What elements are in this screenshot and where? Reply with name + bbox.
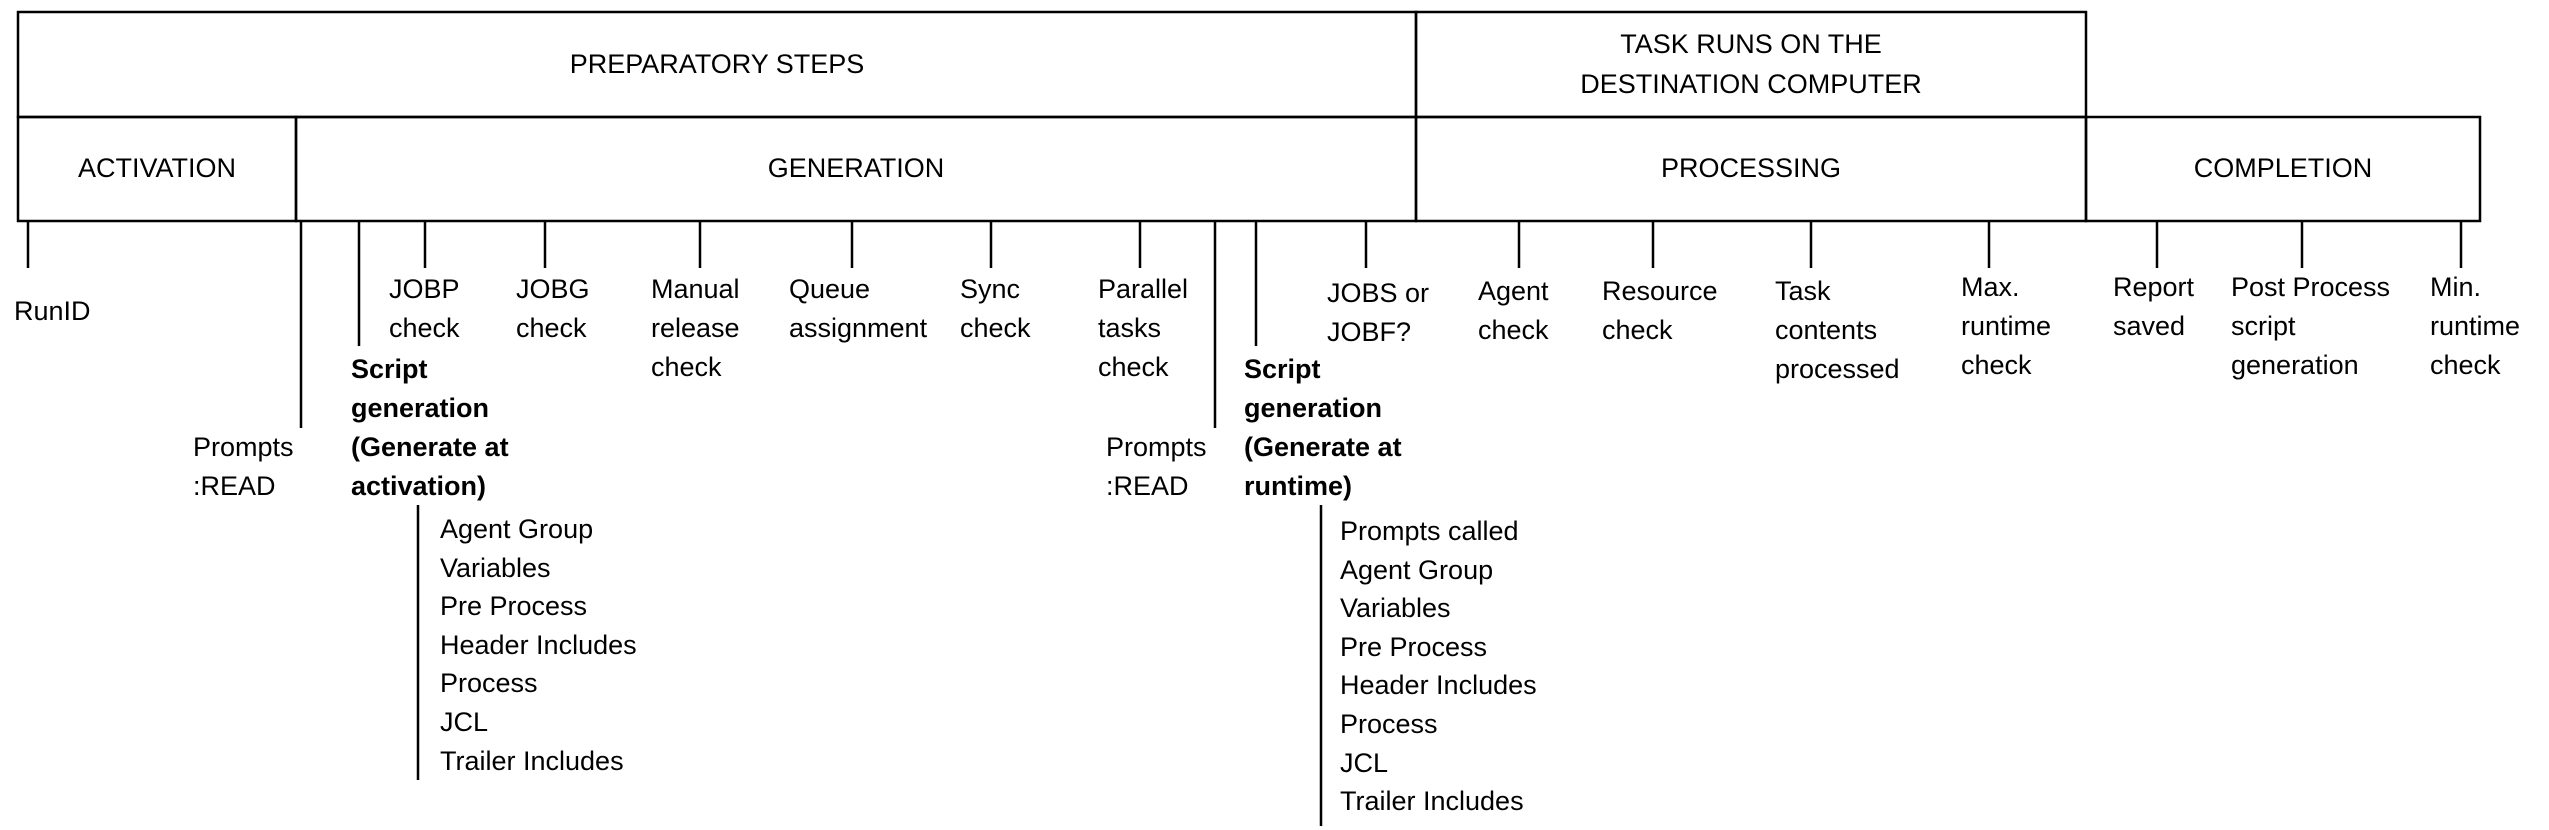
manual-release-check-label: Manual release check (651, 274, 740, 383)
list-item: JCL (1340, 747, 1389, 778)
list-item: Agent Group (1340, 554, 1494, 585)
agent-check-label: Agent check (1478, 276, 1549, 346)
jobp-check-label: JOBP check (389, 274, 460, 344)
max-runtime-check-label: Max. runtime check (1961, 272, 2052, 381)
activation-label: ACTIVATION (77, 153, 236, 184)
resource-check-label: Resource check (1602, 276, 1718, 346)
list-item: Process (440, 668, 538, 699)
list-item: Header Includes (1340, 670, 1537, 701)
list-item: Prompts called (1340, 516, 1519, 546)
runtime-script-parts-list: Prompts called Agent Group Variables Pre… (1340, 512, 1537, 821)
report-saved-label: Report saved (2113, 272, 2195, 342)
preparatory-steps-label: PREPARATORY STEPS (569, 48, 865, 79)
processing-label: PROCESSING (1660, 153, 1842, 184)
list-item: Variables (440, 552, 551, 583)
list-item: Pre Process (440, 591, 588, 622)
list-item: Agent Group (440, 514, 594, 544)
run-id-label: RunID (14, 296, 91, 326)
completion-label: COMPLETION (2193, 153, 2373, 184)
list-item: Variables (1340, 593, 1451, 624)
prompts-read-2-label: Prompts :READ (1106, 432, 1207, 502)
destination-label: TASK RUNS ON THE DESTINATION COMPUTER (1580, 29, 1922, 99)
jobs-or-jobf-label: JOBS or JOBF? (1327, 278, 1430, 348)
task-contents-processed-label: Task contents processed (1775, 276, 1900, 385)
list-item: Header Includes (440, 629, 637, 660)
script-gen-activation-label: Script generation (Generate at activatio… (351, 354, 509, 502)
script-gen-runtime-label: Script generation (Generate at runtime) (1244, 354, 1402, 502)
parallel-tasks-check-label: Parallel tasks check (1098, 274, 1189, 383)
list-item: JCL (440, 707, 489, 738)
queue-assignment-label: Queue assignment (789, 274, 928, 344)
sync-check-label: Sync check (960, 274, 1031, 344)
list-item: Process (1340, 709, 1438, 740)
min-runtime-check-label: Min. runtime check (2430, 272, 2521, 381)
prompts-read-1-label: Prompts :READ (193, 432, 294, 502)
activation-script-parts-list: Agent Group Variables Pre Process Header… (440, 510, 637, 780)
post-process-script-generation-label: Post Process script generation (2231, 272, 2391, 381)
box-completion (2084, 115, 2482, 223)
jobg-check-label: JOBG check (516, 274, 590, 344)
generation-label: GENERATION (767, 153, 945, 184)
list-item: Trailer Includes (1340, 786, 1524, 817)
list-item: Pre Process (1340, 631, 1488, 662)
list-item: Trailer Includes (440, 745, 624, 776)
